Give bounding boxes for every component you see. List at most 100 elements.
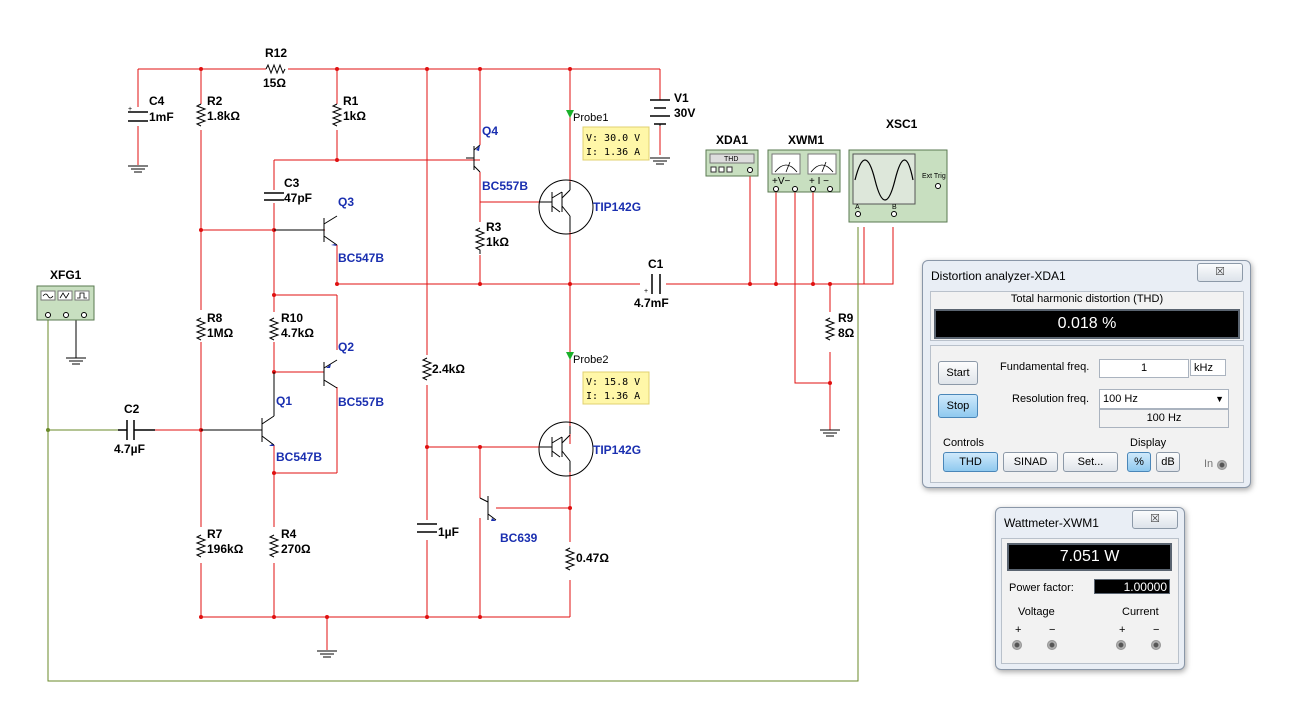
xfg1-label: XFG1: [50, 268, 82, 282]
input-jack-icon[interactable]: [1217, 460, 1227, 470]
function-generator-xfg1[interactable]: XFG1: [36, 268, 95, 321]
xsc1-ext-trig: Ext Trig: [922, 173, 946, 180]
power-factor-label: Power factor:: [1009, 582, 1074, 594]
bjt-symbols: [201, 144, 497, 521]
r12-ref: R12: [265, 46, 287, 60]
q2-ref: Q2: [338, 340, 354, 354]
distortion-analyzer-xda1[interactable]: XDA1 THD: [705, 133, 759, 177]
r4-ref: R4: [281, 527, 297, 541]
xda1-label: XDA1: [716, 133, 748, 147]
battery-v1-symbol: [650, 99, 670, 126]
v1-value: 30V: [674, 106, 695, 120]
resolution-freq-selected: 100 Hz: [1103, 393, 1138, 405]
capacitor-symbols: [118, 111, 661, 533]
q2-value: BC557B: [338, 395, 384, 409]
signal-wire: [47, 227, 859, 682]
probe2-voltage: V: 15.8 V: [586, 377, 640, 388]
svg-text:+V−: +V−: [772, 176, 791, 187]
sinad-mode-button[interactable]: SINAD: [1003, 452, 1058, 472]
r2-value: 1.8kΩ: [207, 109, 240, 123]
tip142g-bottom-symbol: [538, 421, 594, 477]
c2-ref: C2: [124, 402, 140, 416]
distortion-analyzer-window[interactable]: Distortion analyzer-XDA1 ☒ Total harmoni…: [922, 260, 1251, 488]
tip142g-bottom-label: TIP142G: [593, 443, 641, 457]
xda1-thd-text: THD: [724, 156, 738, 163]
r9-value: 8Ω: [838, 326, 855, 340]
c4-ref: C4: [149, 94, 165, 108]
r-bias-value: 2.4kΩ: [432, 362, 465, 376]
percent-display-button[interactable]: %: [1127, 452, 1151, 472]
thd-panel: Total harmonic distortion (THD) 0.018 %: [930, 291, 1244, 341]
c1-ref: C1: [648, 257, 664, 271]
q1-ref: Q1: [276, 394, 292, 408]
v1-ref: V1: [674, 91, 689, 105]
c2-value: 4.7µF: [114, 442, 145, 456]
probe1-name: Probe1: [573, 112, 608, 124]
probe1-current: I: 1.36 A: [586, 147, 640, 158]
db-display-button[interactable]: dB: [1156, 452, 1180, 472]
c1-plus: +: [644, 288, 648, 295]
junction-dot-green: [46, 428, 50, 432]
r7-ref: R7: [207, 527, 223, 541]
xsc1-label: XSC1: [886, 117, 918, 131]
fundamental-freq-input[interactable]: 1: [1099, 359, 1189, 378]
current-plus-label: +: [1119, 624, 1126, 636]
r3-ref: R3: [486, 220, 502, 234]
r-emitter-value: 0.47Ω: [576, 551, 609, 565]
power-factor-readout: 1.00000: [1094, 579, 1170, 594]
r1-value: 1kΩ: [343, 109, 366, 123]
c3-value: 47pF: [284, 191, 312, 205]
current-label: Current: [1122, 606, 1159, 618]
probe2-marker[interactable]: Probe2 V: 15.8 V I: 1.36 A: [566, 352, 650, 405]
stop-button[interactable]: Stop: [938, 394, 978, 418]
resolution-freq-select[interactable]: 100 Hz ▼: [1099, 389, 1229, 409]
fundamental-freq-label: Fundamental freq.: [1000, 361, 1090, 373]
input-label: In: [1204, 458, 1214, 470]
start-button[interactable]: Start: [938, 361, 978, 385]
probe2-current: I: 1.36 A: [586, 391, 640, 402]
c4-value: 1mF: [149, 110, 174, 124]
distortion-analyzer-title: Distortion analyzer-XDA1: [931, 269, 1066, 283]
chevron-down-icon: ▼: [1215, 394, 1224, 404]
tip142g-top-symbol: [538, 179, 594, 235]
close-button[interactable]: ☒: [1132, 510, 1178, 529]
wattmeter-xwm1[interactable]: XWM1 +V− + I −: [767, 133, 841, 193]
power-readout: 7.051 W: [1007, 543, 1172, 571]
xsc1-a: A: [855, 204, 860, 211]
resolution-freq-display: 100 Hz: [1099, 409, 1229, 428]
tip142g-top-label: TIP142G: [593, 200, 641, 214]
voltage-plus-label: +: [1015, 624, 1022, 636]
current-minus-jack-icon[interactable]: [1151, 640, 1161, 650]
current-plus-jack-icon[interactable]: [1116, 640, 1126, 650]
bjt-arrows: [269, 145, 496, 521]
bc639-label: BC639: [500, 531, 538, 545]
circuit-wires: [137, 68, 894, 650]
xwm1-label: XWM1: [788, 133, 824, 147]
oscilloscope-xsc1[interactable]: XSC1 Ext Trig A B: [848, 117, 948, 223]
wattmeter-title: Wattmeter-XWM1: [1004, 516, 1099, 530]
set-button[interactable]: Set...: [1063, 452, 1118, 472]
q3-ref: Q3: [338, 195, 354, 209]
fundamental-freq-unit[interactable]: kHz: [1190, 359, 1226, 376]
probe1-marker[interactable]: Probe1 V: 30.0 V I: 1.36 A: [566, 110, 650, 161]
wattmeter-window[interactable]: Wattmeter-XWM1 ☒ 7.051 W Power factor: 1…: [995, 507, 1185, 670]
r9-ref: R9: [838, 311, 854, 325]
c3-ref: C3: [284, 176, 300, 190]
r12-value: 15Ω: [263, 76, 286, 90]
r2-ref: R2: [207, 94, 223, 108]
resistor-symbols: [195, 63, 836, 571]
thd-mode-button[interactable]: THD: [943, 452, 998, 472]
c4-plus: +: [128, 106, 132, 113]
voltage-minus-jack-icon[interactable]: [1047, 640, 1057, 650]
r7-value: 196kΩ: [207, 542, 244, 556]
voltage-minus-label: −: [1049, 624, 1056, 636]
current-minus-label: −: [1153, 624, 1160, 636]
svg-text:+ I −: + I −: [809, 176, 829, 187]
r4-value: 270Ω: [281, 542, 311, 556]
r8-ref: R8: [207, 311, 223, 325]
close-button[interactable]: ☒: [1197, 263, 1243, 282]
r10-value: 4.7kΩ: [281, 326, 314, 340]
voltage-plus-jack-icon[interactable]: [1012, 640, 1022, 650]
resolution-freq-label: Resolution freq.: [1012, 393, 1090, 405]
